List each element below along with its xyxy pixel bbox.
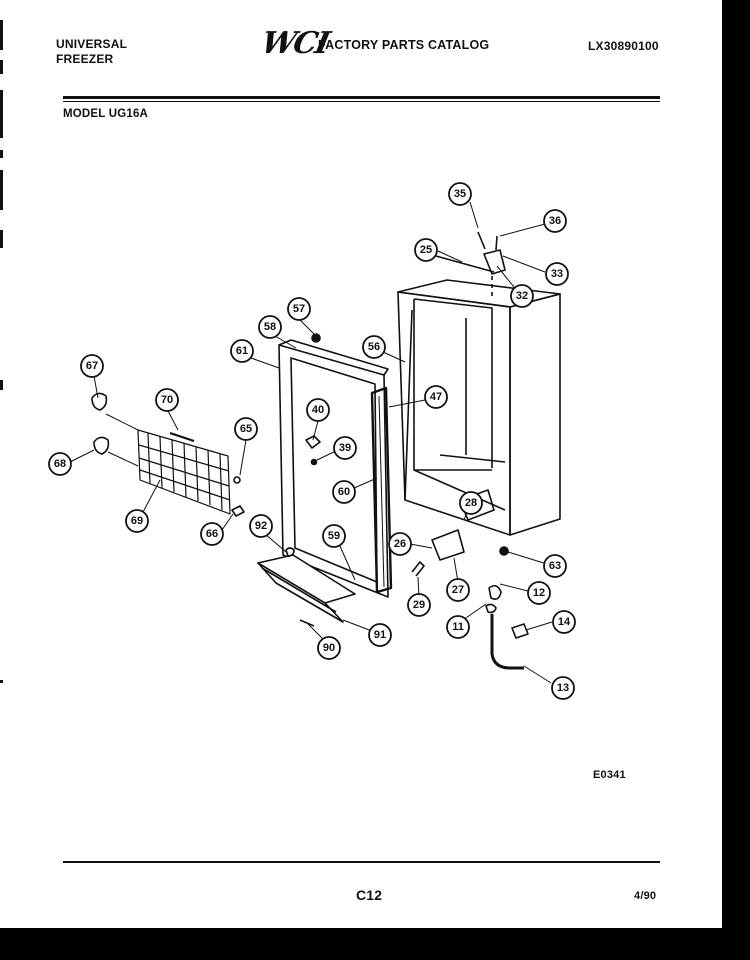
- callout-label: 58: [264, 321, 276, 333]
- callout-11: 11: [446, 615, 470, 639]
- callout-label: 36: [549, 215, 561, 227]
- kick-grille: [137, 429, 231, 515]
- callout-28: 28: [459, 491, 483, 515]
- catalog-number: LX30890100: [588, 39, 659, 53]
- callout-label: 12: [533, 587, 545, 599]
- callout-label: 69: [131, 515, 143, 527]
- callout-66: 66: [200, 522, 224, 546]
- callout-label: 70: [161, 394, 173, 406]
- callout-label: 40: [312, 404, 324, 416]
- callout-label: 57: [293, 303, 305, 315]
- diagram-code: E0341: [593, 769, 626, 781]
- callout-label: 91: [374, 629, 386, 641]
- callout-67: 67: [80, 354, 104, 378]
- callout-13: 13: [551, 676, 575, 700]
- callout-47: 47: [424, 385, 448, 409]
- page-number: C12: [356, 887, 383, 903]
- callout-label: 90: [323, 642, 335, 654]
- callout-26: 26: [388, 532, 412, 556]
- callout-65: 65: [234, 417, 258, 441]
- callout-36: 36: [543, 209, 567, 233]
- callout-14: 14: [552, 610, 576, 634]
- brand-line-1: UNIVERSAL: [56, 37, 128, 51]
- callout-58: 58: [258, 315, 282, 339]
- callout-32: 32: [510, 284, 534, 308]
- callout-label: 25: [420, 244, 432, 256]
- scan-edge-marks: [0, 20, 3, 683]
- callout-60: 60: [332, 480, 356, 504]
- callout-label: 60: [338, 486, 350, 498]
- callout-label: 59: [328, 530, 340, 542]
- callout-35: 35: [448, 182, 472, 206]
- callout-label: 66: [206, 528, 218, 540]
- header-rule-thick: [63, 96, 660, 99]
- callout-label: 63: [549, 560, 561, 572]
- callout-29: 29: [407, 593, 431, 617]
- callout-label: 68: [54, 458, 66, 470]
- callout-label: 28: [465, 497, 477, 509]
- callout-label: 35: [454, 188, 466, 200]
- header-rule-thin: [63, 101, 660, 102]
- brand-name: UNIVERSAL FREEZER: [56, 37, 127, 67]
- callout-label: 61: [236, 345, 248, 357]
- drain-hose: [485, 584, 529, 670]
- model-label: MODEL UG16A: [63, 108, 149, 120]
- callout-69: 69: [125, 509, 149, 533]
- callout-label: 13: [557, 682, 569, 694]
- top-mount-assembly: [435, 231, 506, 300]
- leader-lines: [69, 201, 553, 684]
- hinge-parts: [91, 333, 509, 627]
- callout-70: 70: [155, 388, 179, 412]
- footer-rule: [63, 861, 660, 863]
- callout-39: 39: [333, 436, 357, 460]
- callout-25: 25: [414, 238, 438, 262]
- callout-92: 92: [249, 514, 273, 538]
- callout-label: 56: [368, 341, 380, 353]
- callout-61: 61: [230, 339, 254, 363]
- revision-date: 4/90: [634, 890, 657, 902]
- callout-label: 33: [551, 268, 563, 280]
- callout-12: 12: [527, 581, 551, 605]
- callouts: 35 36 25 33 32 57 58 61 56 67 70 40 47 6…: [48, 182, 576, 700]
- brand-line-2: FREEZER: [56, 52, 114, 66]
- callout-68: 68: [48, 452, 72, 476]
- callout-56: 56: [362, 335, 386, 359]
- exploded-parts-diagram: 35 36 25 33 32 57 58 61 56 67 70 40 47 6…: [48, 182, 576, 700]
- callout-90: 90: [317, 636, 341, 660]
- catalog-page: UNIVERSAL FREEZER WCI FACTORY PARTS CATA…: [0, 0, 722, 928]
- callout-label: 67: [86, 360, 98, 372]
- callout-label: 11: [452, 621, 464, 633]
- callout-label: 39: [339, 442, 351, 454]
- callout-label: 47: [430, 391, 442, 403]
- callout-91: 91: [368, 623, 392, 647]
- callout-27: 27: [446, 578, 470, 602]
- door-gasket: [370, 386, 393, 594]
- callout-label: 26: [394, 538, 406, 550]
- callout-63: 63: [543, 554, 567, 578]
- callout-label: 14: [558, 616, 571, 628]
- callout-59: 59: [322, 524, 346, 548]
- door-panel: [257, 554, 356, 623]
- callout-57: 57: [287, 297, 311, 321]
- callout-33: 33: [545, 262, 569, 286]
- callout-label: 27: [452, 584, 464, 596]
- callout-40: 40: [306, 398, 330, 422]
- callout-label: 65: [240, 423, 252, 435]
- callout-label: 29: [413, 599, 425, 611]
- callout-label: 32: [516, 290, 528, 302]
- catalog-title: FACTORY PARTS CATALOG: [318, 38, 490, 52]
- callout-label: 92: [255, 520, 267, 532]
